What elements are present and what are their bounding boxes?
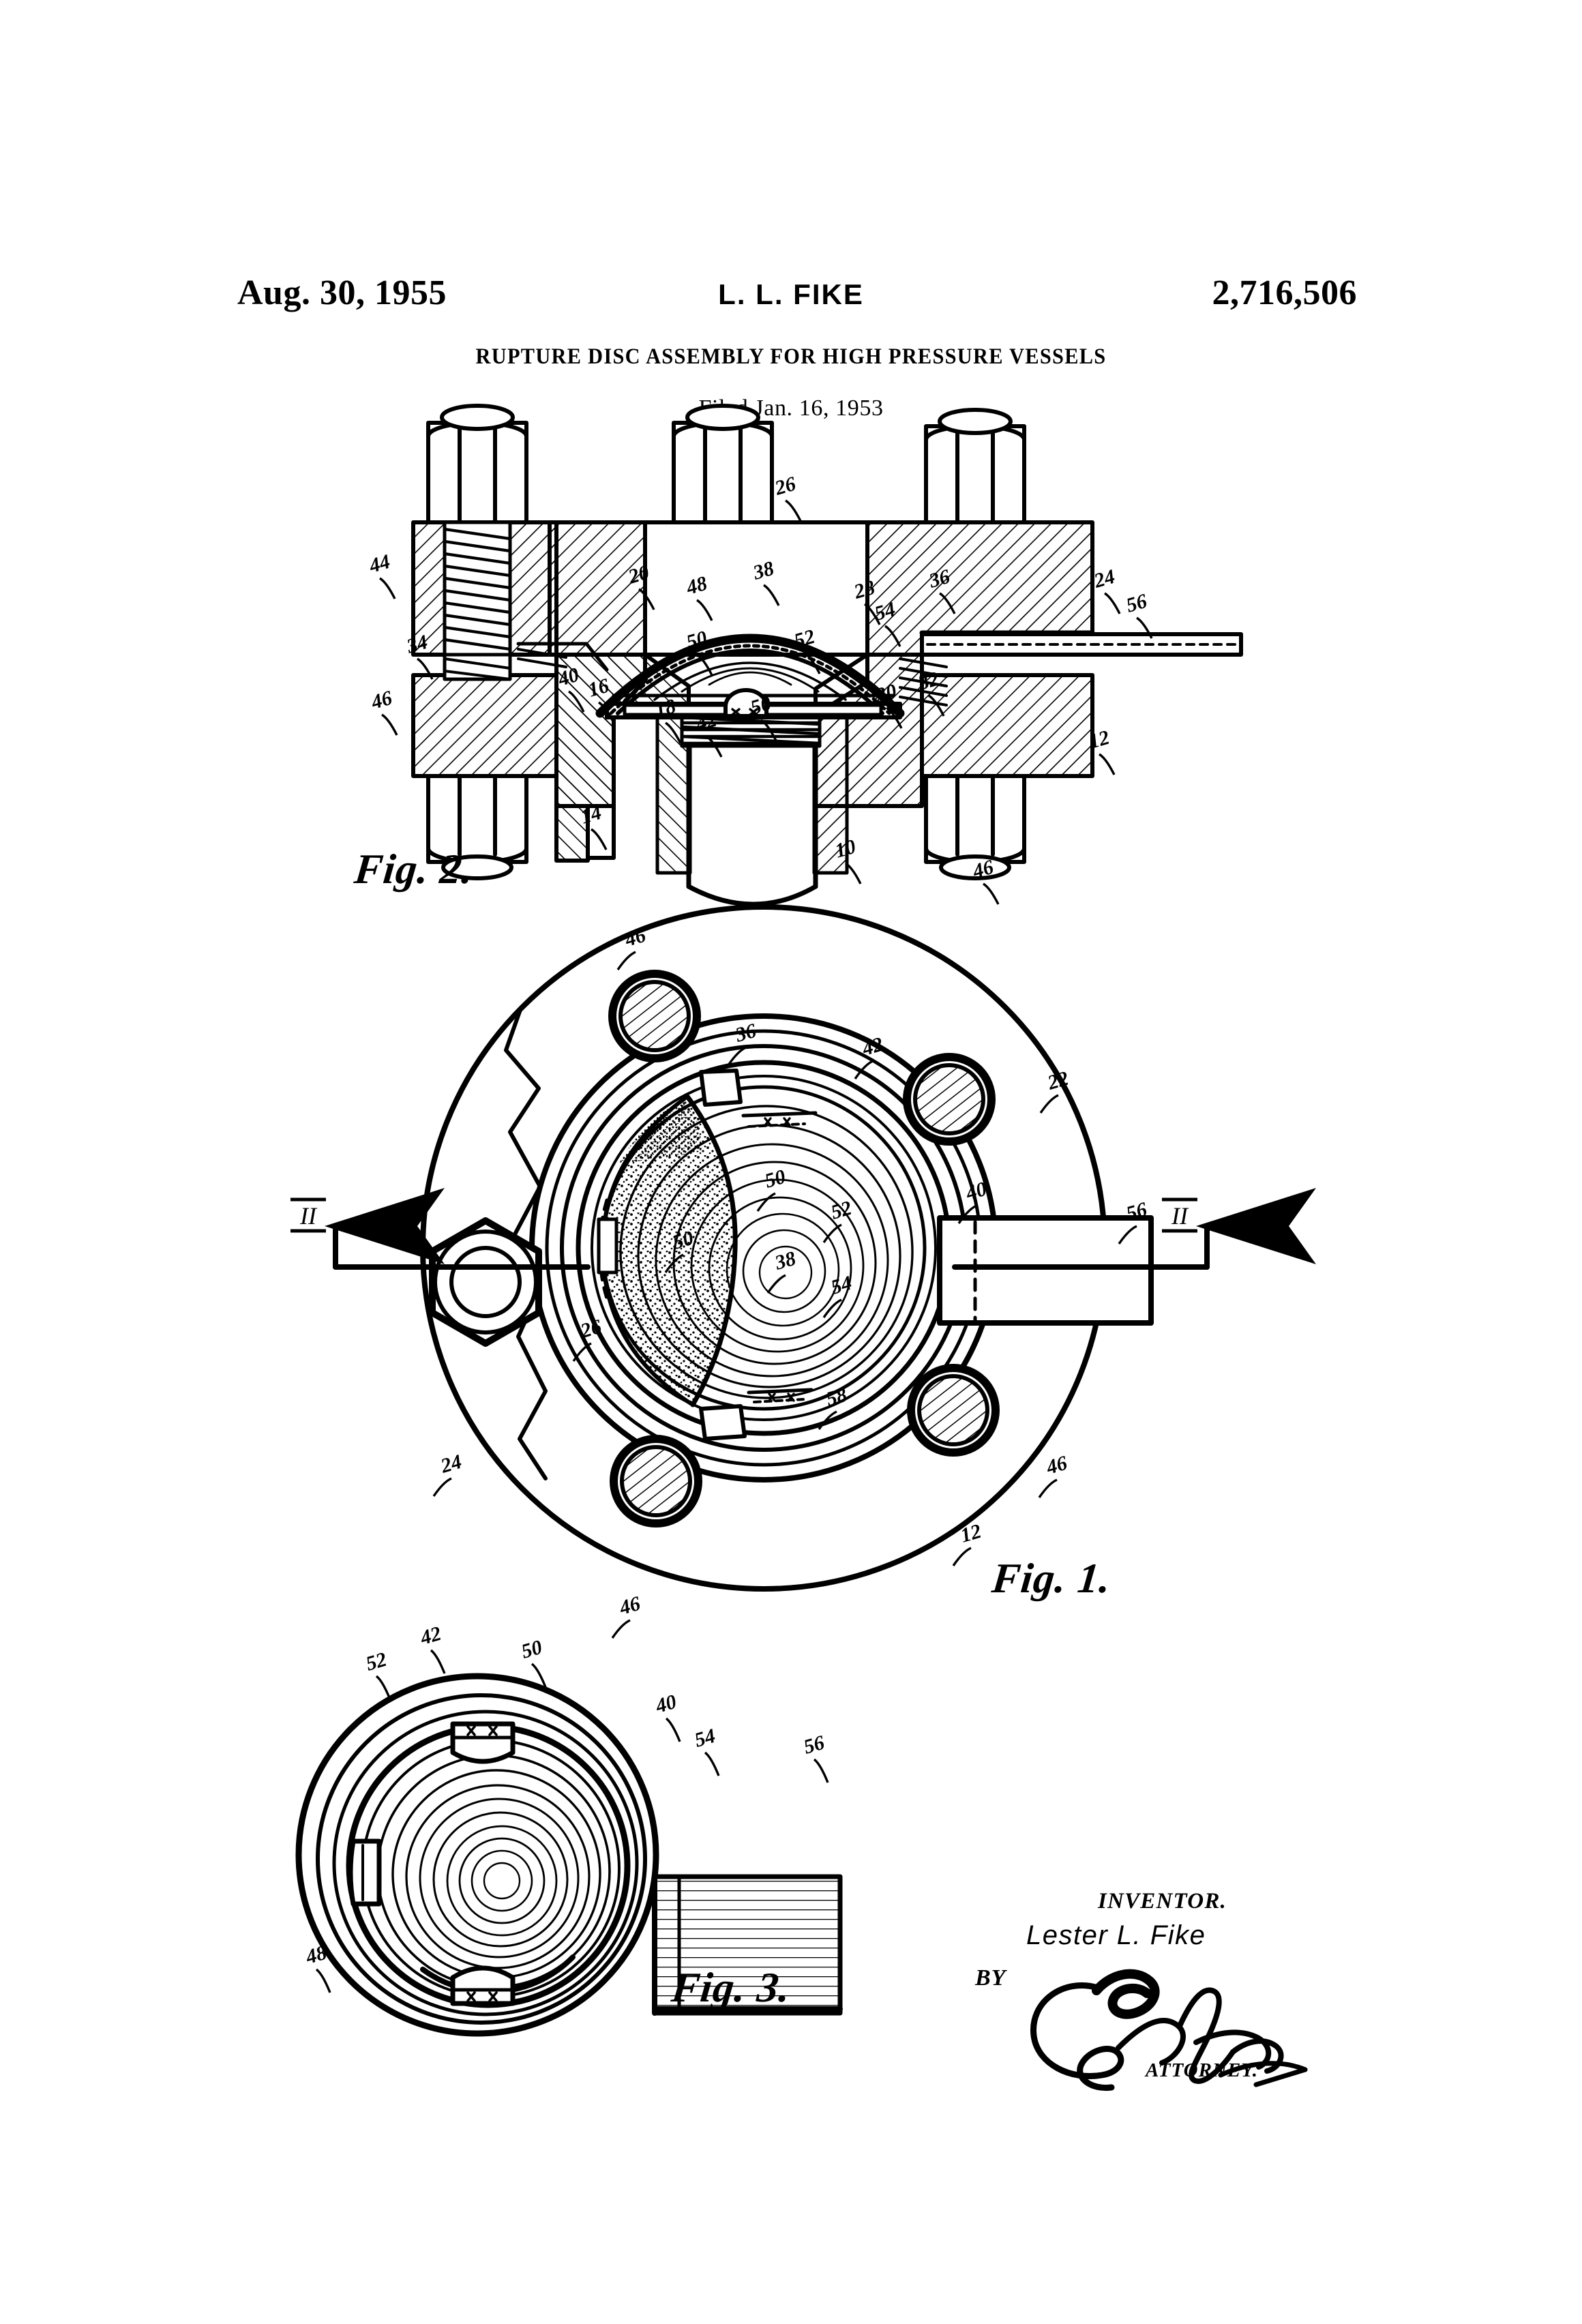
signature-block: INVENTOR. Lester L. Fike BY ATTORNEY. <box>975 1889 1316 2091</box>
leader-line <box>928 694 945 717</box>
reference-numeral-24: 24 <box>1091 565 1118 593</box>
leader-line <box>706 735 723 758</box>
leader-line <box>756 1192 776 1212</box>
leader-line <box>886 706 903 729</box>
bolt-holes <box>608 970 1000 1528</box>
leader-line <box>432 1477 452 1497</box>
leader-line <box>1039 1094 1059 1114</box>
leader-line <box>760 719 777 741</box>
hex-nut <box>429 1217 542 1347</box>
reference-numeral-46: 46 <box>368 687 395 714</box>
leader-line <box>638 588 655 610</box>
section-line-ii <box>325 1188 1316 1270</box>
reference-numeral-46: 46 <box>1043 1452 1070 1479</box>
lower-bolts <box>426 653 1026 880</box>
leader-line <box>864 603 881 625</box>
reference-numeral-46: 46 <box>616 1592 643 1620</box>
leader-line <box>704 1751 720 1776</box>
leader-line <box>665 721 682 744</box>
leader-line <box>813 1758 829 1783</box>
leader-line <box>818 1410 837 1430</box>
patent-title: RUPTURE DISC ASSEMBLY FOR HIGH PRESSURE … <box>475 344 1107 369</box>
leader-line <box>417 657 434 680</box>
leader-line <box>531 1663 547 1688</box>
reference-numeral-44: 44 <box>366 550 393 578</box>
leader-line <box>1038 1478 1058 1498</box>
leader-line <box>379 577 396 599</box>
leader-line <box>939 592 956 614</box>
leader-line <box>375 1675 391 1700</box>
reference-numeral-56: 56 <box>1124 590 1150 617</box>
reference-numeral-50: 50 <box>519 1636 545 1663</box>
reference-numeral-12: 12 <box>958 1520 984 1547</box>
leader-line <box>822 1298 842 1318</box>
leader-line <box>616 951 636 970</box>
leader-line <box>591 828 608 850</box>
reference-numeral-40: 40 <box>653 1690 679 1718</box>
sheet-header: Aug. 30, 1955 L. L. FIKE 2,716,506 <box>0 273 1582 321</box>
reference-numeral-56: 56 <box>801 1731 827 1759</box>
leader-line <box>696 599 713 621</box>
leader-line <box>845 862 862 884</box>
section-mark-label: II <box>299 1202 318 1230</box>
reference-numeral-24: 24 <box>438 1450 464 1478</box>
leader-line <box>804 652 821 674</box>
leader-line <box>381 713 398 736</box>
publication-date: Aug. 30, 1955 <box>237 273 447 312</box>
section-mark: II <box>290 1197 326 1233</box>
attorney-caption: ATTORNEY. <box>1146 2059 1259 2081</box>
reference-numeral-52: 52 <box>363 1648 389 1675</box>
figure-2-cross-section <box>411 404 1243 907</box>
inventor-name: Lester L. Fike <box>1026 1920 1206 1950</box>
patent-number: 2,716,506 <box>1212 273 1357 312</box>
leader-line <box>568 690 585 713</box>
leader-line <box>696 653 713 676</box>
figure-1-plan-view <box>325 904 1316 1592</box>
inventor-caption: INVENTOR. <box>1098 1889 1227 1913</box>
by-label: BY <box>975 1965 1006 1991</box>
leader-line <box>727 1046 747 1066</box>
leader-line <box>854 1060 874 1079</box>
leader-line <box>1099 753 1116 775</box>
section-mark: II <box>1162 1197 1197 1233</box>
leader-line <box>572 1342 592 1362</box>
leader-line <box>766 1274 786 1294</box>
leader-line <box>822 1223 842 1243</box>
leader-line <box>665 1717 681 1742</box>
leader-line <box>763 584 780 606</box>
leader-line <box>957 1204 977 1224</box>
figure-3-disc-plan <box>295 1673 843 2037</box>
figure-3-caption: Fig. 3. <box>669 1965 793 2011</box>
leader-line <box>884 625 901 647</box>
leader-line <box>1136 616 1153 639</box>
leader-line <box>430 1649 446 1674</box>
leader-line <box>315 1968 331 1993</box>
leader-line <box>598 701 615 724</box>
leader-line <box>664 1253 684 1273</box>
leader-line <box>611 1619 631 1639</box>
leader-line <box>1104 592 1121 614</box>
reference-numeral-26: 26 <box>772 473 799 500</box>
figure-2-caption: Fig. 2. <box>352 846 476 893</box>
reference-numeral-42: 42 <box>417 1622 444 1650</box>
leader-line <box>1118 1225 1137 1245</box>
attorney-signature <box>1030 1969 1308 2091</box>
figure-1-caption: Fig. 1. <box>989 1555 1114 1602</box>
leader-line <box>983 882 1000 905</box>
inventor-shortname: L. L. FIKE <box>718 278 864 310</box>
reference-numeral-54: 54 <box>692 1725 718 1752</box>
section-mark-label: II <box>1171 1202 1189 1230</box>
leader-line <box>785 499 802 522</box>
upper-bolts <box>426 404 1026 658</box>
leader-line <box>952 1547 972 1566</box>
